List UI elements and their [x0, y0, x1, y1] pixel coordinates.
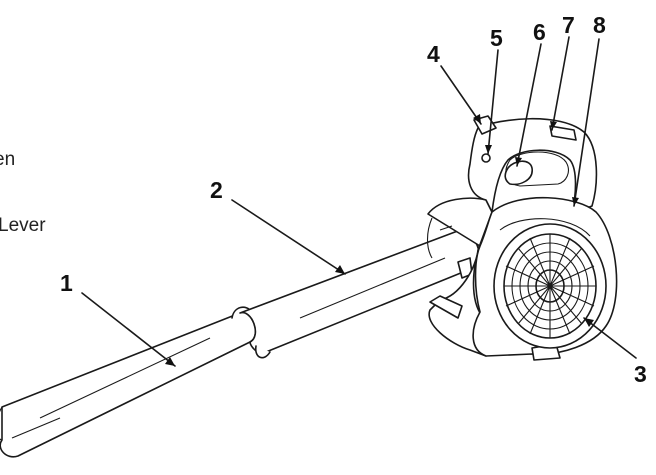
callout-1: 1: [60, 270, 73, 296]
leader-lines: [81, 36, 637, 367]
callout-5: 5: [490, 25, 503, 51]
callout-3: 3: [634, 361, 647, 387]
blower-pipe: [239, 230, 481, 359]
callout-6: 6: [533, 19, 546, 45]
callout-7: 7: [562, 12, 575, 38]
callout-2: 2: [210, 177, 223, 203]
cut-off-text-fragment: Lever: [0, 215, 46, 236]
blower-handle: [467, 115, 598, 215]
cut-off-text-fragment: en: [0, 149, 16, 170]
air-intake-grille: [503, 233, 597, 339]
callout-4: 4: [427, 41, 440, 67]
engine-body: [426, 197, 493, 357]
callout-8: 8: [593, 12, 606, 38]
callout-numbers: 1 2 3 4 5 6 7 8: [60, 12, 647, 387]
fan-housing: [472, 196, 618, 361]
